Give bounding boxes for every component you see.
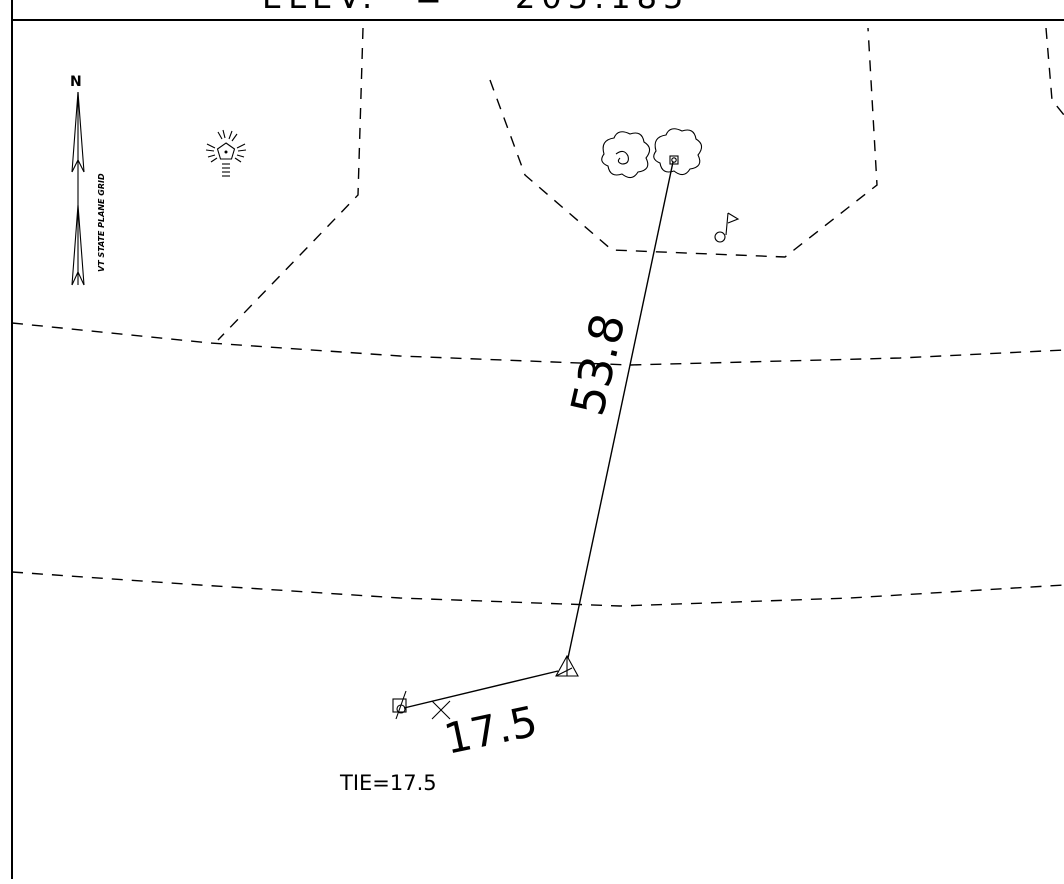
dashed-line-upper-curve bbox=[11, 322, 1064, 366]
tree-marked-icon bbox=[653, 128, 703, 176]
tie-note: TIE=17.5 bbox=[339, 771, 437, 795]
elev-separator: = bbox=[415, 0, 442, 16]
dashed-boundary-lines bbox=[11, 27, 1064, 607]
north-letter: N bbox=[70, 74, 82, 90]
distance-label-short: 17.5 bbox=[440, 696, 542, 763]
star-icon bbox=[205, 129, 247, 177]
tree-icon bbox=[601, 131, 651, 179]
tie-line-short bbox=[403, 670, 559, 709]
dashed-line-lower-curve bbox=[11, 571, 1064, 607]
distance-label-long: 53.8 bbox=[560, 309, 636, 421]
dashed-line-west bbox=[217, 27, 364, 341]
elev-label: ELEV. bbox=[262, 0, 378, 16]
cross-mark-icon bbox=[431, 700, 451, 720]
pole-icon bbox=[392, 690, 407, 720]
tie-line-long bbox=[567, 161, 674, 659]
north-arrow: N VT STATE PLANE GRID bbox=[70, 74, 106, 286]
flag-icon bbox=[714, 212, 740, 243]
north-grid-label: VT STATE PLANE GRID bbox=[97, 173, 106, 272]
dashed-line-east bbox=[1045, 27, 1064, 116]
dashed-line-center bbox=[489, 27, 878, 258]
elev-value: 205.185 bbox=[515, 0, 689, 16]
triangle-icon bbox=[555, 654, 579, 677]
